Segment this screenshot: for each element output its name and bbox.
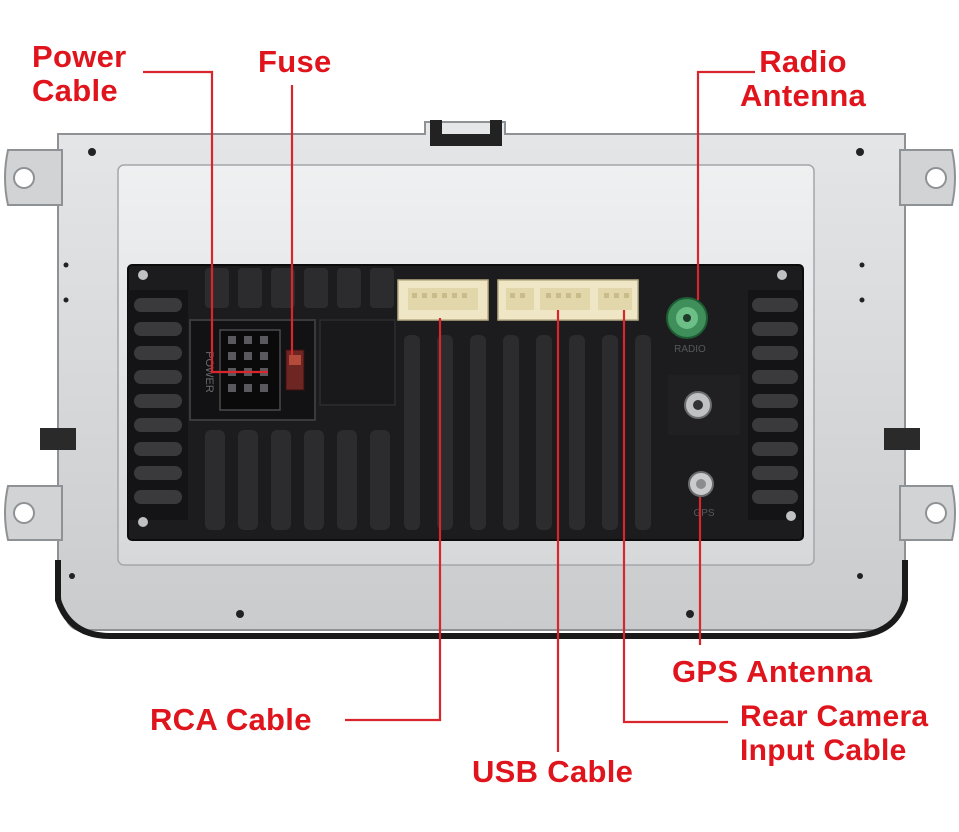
rear-camera-label-line1: Rear Camera bbox=[740, 700, 929, 733]
rear-camera-label: Rear Camera Input Cable bbox=[740, 700, 928, 768]
power-cable-label-line2: Cable bbox=[32, 73, 118, 108]
radio-antenna-socket: RADIO bbox=[666, 297, 708, 355]
radio-marking: RADIO bbox=[674, 344, 706, 355]
rca-cable-leader bbox=[345, 318, 442, 722]
radio-antenna-leader bbox=[696, 70, 755, 300]
usb-cable-label: USB Cable bbox=[472, 755, 633, 789]
fuse-label-text: Fuse bbox=[258, 44, 332, 79]
multi-pin-connectors bbox=[397, 279, 639, 321]
rca-cable-label-text: RCA Cable bbox=[150, 702, 312, 737]
gps-marking: GPS bbox=[693, 508, 714, 519]
gps-antenna-label: GPS Antenna bbox=[672, 655, 872, 689]
usb-cable-label-text: USB Cable bbox=[472, 754, 634, 789]
rear-camera-label-line2: Input Cable bbox=[740, 734, 907, 767]
radio-antenna-label: Radio Antenna bbox=[740, 45, 866, 113]
radio-antenna-label-line1: Radio bbox=[759, 44, 847, 79]
rear-camera-leader bbox=[622, 310, 728, 724]
power-cable-leader bbox=[143, 70, 268, 374]
power-cable-label-line1: Power bbox=[32, 39, 127, 74]
gps-socket: GPS bbox=[688, 471, 715, 519]
power-cable-label: Power Cable bbox=[32, 40, 127, 108]
radio-antenna-label-line2: Antenna bbox=[740, 78, 867, 113]
aux-jack bbox=[668, 375, 740, 435]
power-connector: POWER bbox=[189, 319, 396, 421]
rca-cable-label: RCA Cable bbox=[150, 703, 312, 737]
fuse-label: Fuse bbox=[258, 45, 332, 79]
gps-antenna-label-text: GPS Antenna bbox=[672, 654, 873, 689]
leader-lines bbox=[143, 70, 755, 752]
